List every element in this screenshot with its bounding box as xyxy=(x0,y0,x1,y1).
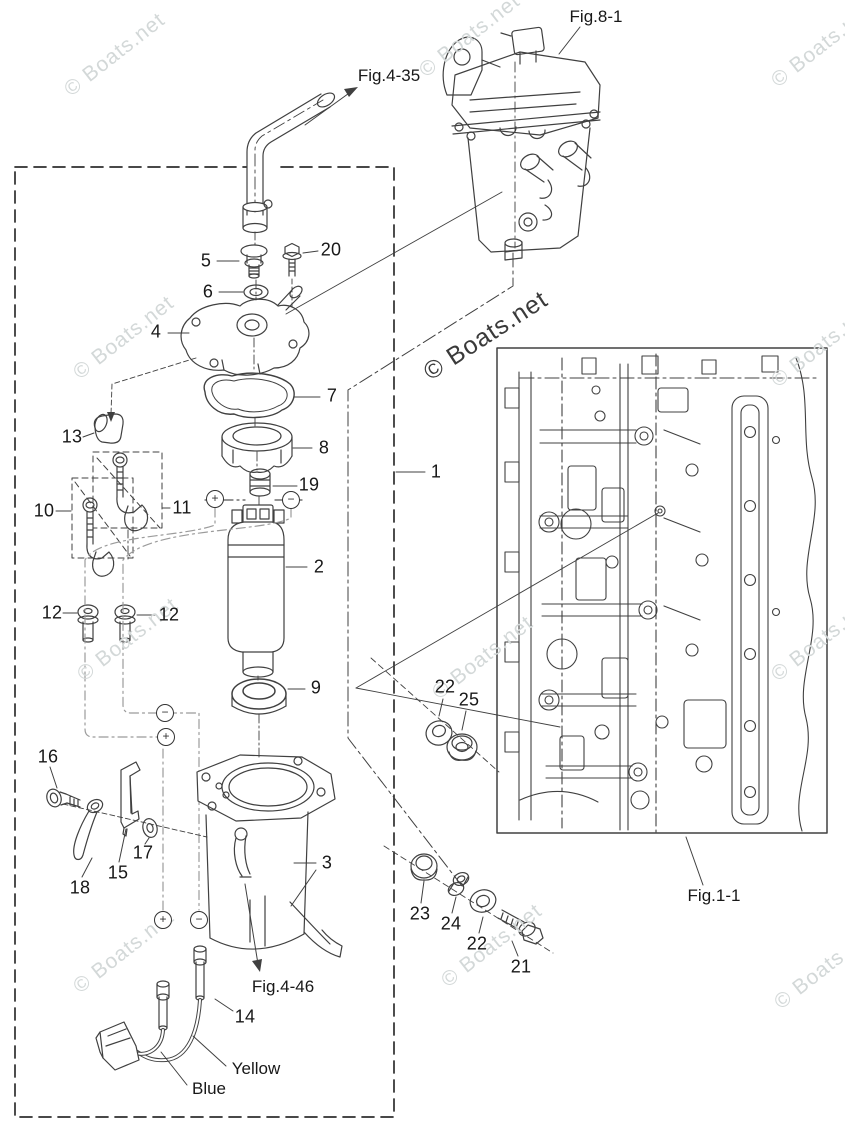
part-3-filter-housing xyxy=(196,754,343,958)
part-label-7: 7 xyxy=(326,385,338,406)
part-label-4: 4 xyxy=(150,321,162,342)
part-label-21: 21 xyxy=(510,956,532,977)
part-7-gasket xyxy=(203,372,295,419)
grommets-22-25 xyxy=(370,657,500,773)
part-label-23: 23 xyxy=(409,903,431,924)
part-label-8: 8 xyxy=(318,437,330,458)
wire-label-blue: Blue xyxy=(191,1079,227,1098)
parts-center-line xyxy=(253,279,260,759)
part-10-link-rod xyxy=(71,477,134,577)
part-9-seal xyxy=(231,678,287,715)
fig-1-1-leader xyxy=(685,836,704,886)
polarity-minus-icon: − xyxy=(282,491,300,509)
engine-block xyxy=(496,347,828,834)
part-label-20: 20 xyxy=(320,239,342,260)
part-17-washer xyxy=(142,818,158,838)
fig-ref-4-35: Fig.4-35 xyxy=(357,66,421,85)
fig-4-46-arrow xyxy=(244,883,262,972)
part-label-14: 14 xyxy=(234,1006,256,1027)
part-label-16: 16 xyxy=(37,746,59,767)
fig-8-1-leader xyxy=(558,26,581,55)
part-2-fuel-pump xyxy=(227,504,285,678)
part-label-25: 25 xyxy=(458,689,480,710)
part-4-pump-cover xyxy=(180,285,310,376)
part-label-12: 12 xyxy=(41,602,63,623)
engine-pointer-lines xyxy=(355,512,659,728)
polarity-plus-icon: + xyxy=(157,728,175,746)
main-assembly-border xyxy=(14,166,395,1118)
fuel-route-line xyxy=(347,252,514,887)
part-label-2: 2 xyxy=(313,556,325,577)
fig-ref-4-46: Fig.4-46 xyxy=(251,977,315,996)
fuel-hose xyxy=(242,92,336,247)
part-label-24: 24 xyxy=(440,913,462,934)
label-leader-lines xyxy=(49,250,519,1086)
polarity-plus-icon: + xyxy=(206,490,224,508)
part-label-9: 9 xyxy=(310,677,322,698)
vapor-separator-tank xyxy=(442,26,601,261)
part-5-connector xyxy=(240,244,268,279)
part-label-22: 22 xyxy=(434,676,456,697)
part-label-5: 5 xyxy=(200,250,212,271)
part-label-6: 6 xyxy=(202,281,214,302)
polarity-minus-icon: − xyxy=(156,704,174,722)
part-label-10: 10 xyxy=(33,500,55,521)
polarity-minus-icon: − xyxy=(190,911,208,929)
fig-ref-1-1: Fig.1-1 xyxy=(687,886,741,905)
part-19-inlet xyxy=(249,468,271,497)
part-label-3: 3 xyxy=(321,852,333,873)
part-14-wire-harness xyxy=(95,945,207,1071)
part-label-19: 19 xyxy=(298,474,320,495)
part-15-bracket xyxy=(120,761,141,837)
tank-connection-line xyxy=(285,191,503,315)
part-16-screw xyxy=(46,788,81,808)
fig-4-35-arrow xyxy=(304,87,358,126)
part-label-1: 1 xyxy=(430,461,442,482)
bolt-parts-21-24 xyxy=(383,845,554,954)
part-label-12: 12 xyxy=(158,604,180,625)
polarity-plus-icon: + xyxy=(154,911,172,929)
part-label-15: 15 xyxy=(107,862,129,883)
part-label-11: 11 xyxy=(172,497,192,518)
part-12-bolts xyxy=(77,529,136,643)
part-8-ring-nut xyxy=(221,422,293,473)
part-label-22: 22 xyxy=(466,933,488,954)
wire-label-yellow: Yellow xyxy=(231,1059,281,1078)
part-11-link-rod xyxy=(92,451,163,532)
part-label-17: 17 xyxy=(132,842,154,863)
part-label-18: 18 xyxy=(69,877,91,898)
bracket-leader xyxy=(62,803,208,838)
fig-ref-8-1: Fig.8-1 xyxy=(569,7,623,26)
part-label-13: 13 xyxy=(61,426,83,447)
part-13-cap xyxy=(93,357,197,444)
